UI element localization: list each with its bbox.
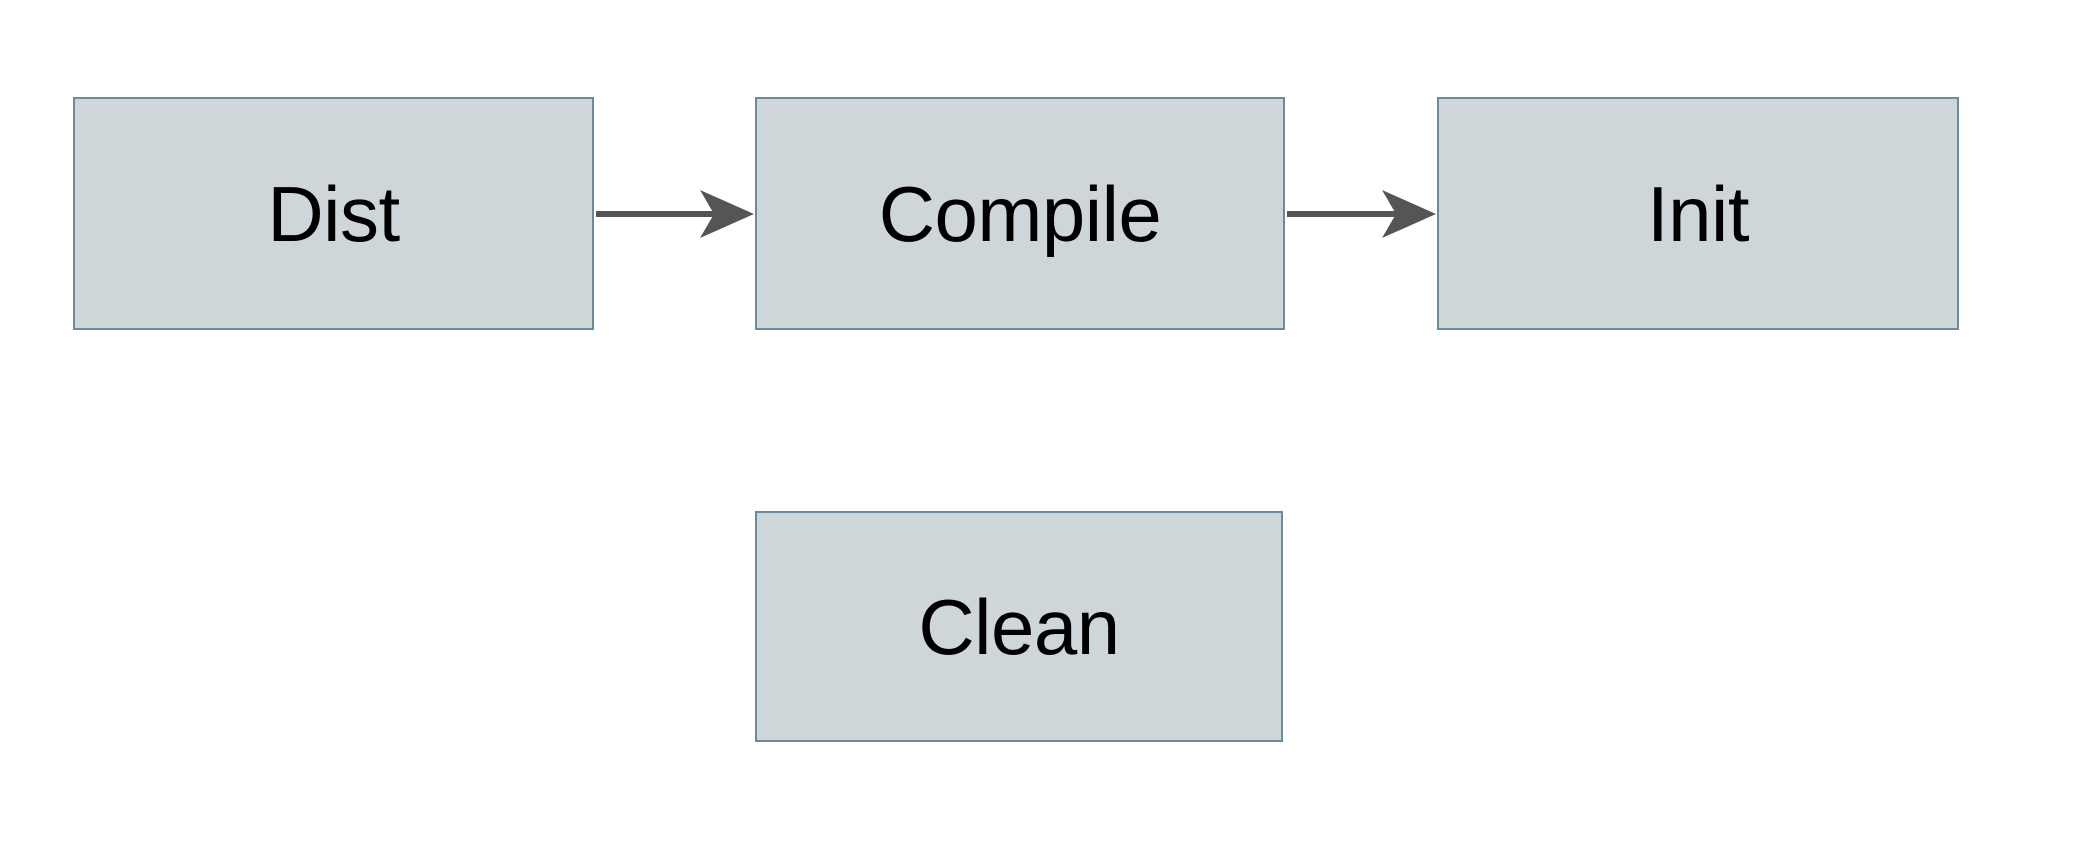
edge-dist-to-compile-arrowhead — [700, 190, 754, 238]
edge-dist-to-compile — [596, 190, 754, 238]
node-compile[interactable]: Compile — [755, 97, 1285, 330]
node-dist[interactable]: Dist — [73, 97, 594, 330]
node-clean[interactable]: Clean — [755, 511, 1283, 742]
edge-compile-to-init — [1287, 190, 1436, 238]
node-clean-label: Clean — [918, 582, 1120, 671]
node-init[interactable]: Init — [1437, 97, 1959, 330]
node-compile-label: Compile — [878, 169, 1162, 258]
node-dist-label: Dist — [267, 169, 400, 258]
node-init-label: Init — [1646, 169, 1750, 258]
edge-compile-to-init-arrowhead — [1382, 190, 1436, 238]
